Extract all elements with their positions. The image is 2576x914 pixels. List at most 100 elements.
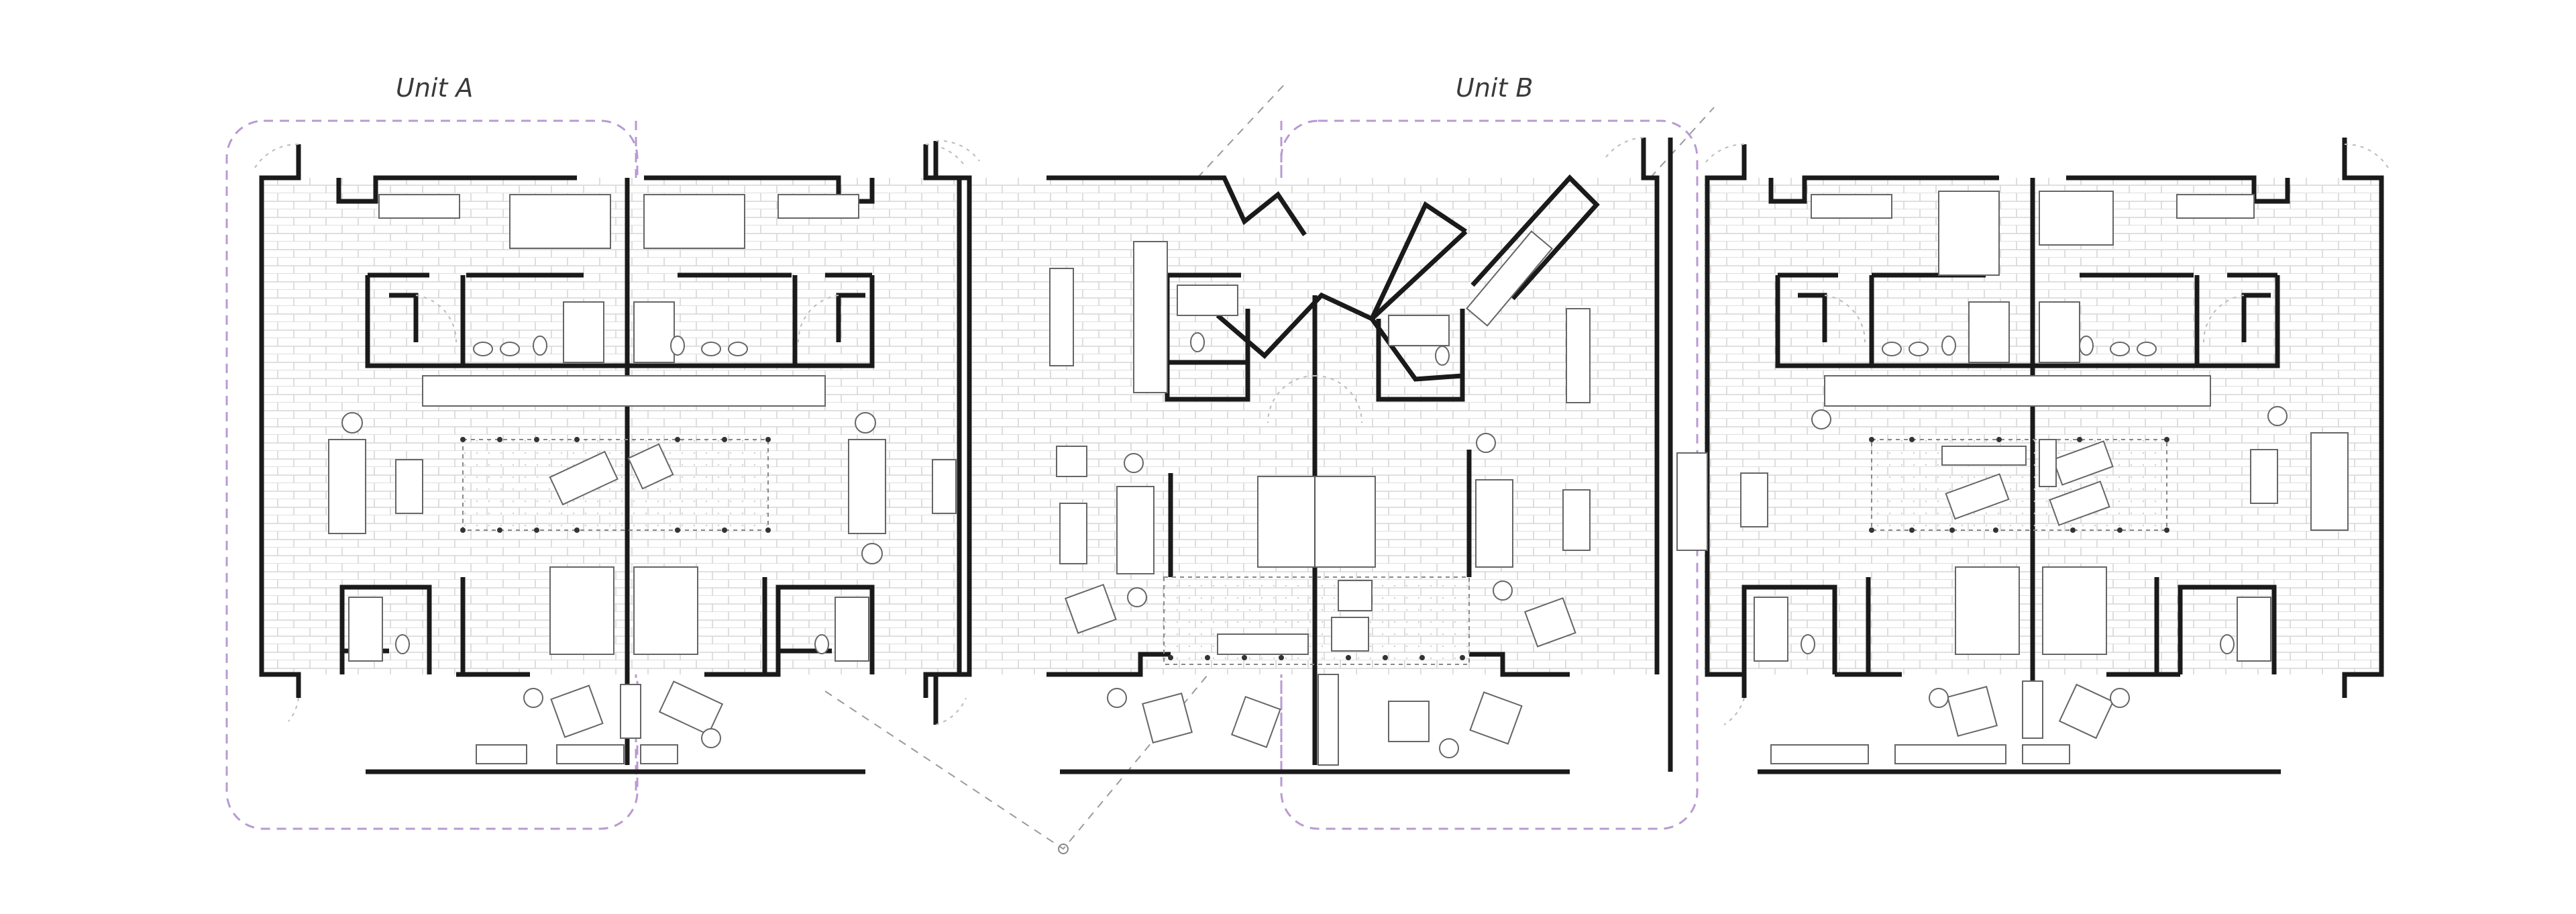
door-swing-left-3 — [288, 697, 299, 722]
patio-chair-right-2 — [2058, 683, 2114, 740]
lounge-chair-center-1 — [1064, 583, 1117, 634]
plant-left-1 — [341, 412, 363, 434]
door-swing-center-2 — [1603, 137, 1644, 162]
right-bath-south-west — [1741, 585, 1837, 674]
bed-right-south-1 — [1955, 566, 2020, 655]
building-left — [254, 143, 967, 774]
island-center-east — [1566, 308, 1591, 403]
tub-right-1 — [1968, 301, 2010, 363]
tub-left-south-2 — [835, 597, 869, 662]
bed-unit-a-south-2 — [633, 566, 698, 655]
building-left-south-wall-c — [704, 648, 832, 677]
door-swing-right-4 — [1824, 295, 1866, 343]
site-guide-lines — [824, 670, 1212, 850]
sofa-center-west — [1116, 486, 1155, 574]
sink-right-2 — [1909, 342, 1929, 356]
bed-unit-b-1 — [1257, 476, 1376, 568]
sofa-right-1 — [1676, 452, 1708, 551]
planter-right-1 — [1770, 744, 1869, 764]
lounge-chair-right-3 — [2049, 480, 2110, 526]
sink-left-1 — [473, 342, 493, 356]
sofa-left-1 — [328, 439, 366, 534]
bed-unit-a-north-1 — [509, 194, 611, 249]
plant-left-2 — [855, 412, 876, 434]
coffee-table-left-1 — [395, 459, 423, 514]
building-center-east-wall — [1641, 138, 1660, 674]
plant-left-outdoor-1 — [523, 688, 543, 708]
door-swing-left-2 — [925, 144, 967, 168]
sofa-center-east — [1475, 479, 1513, 568]
building-right-east-wall — [2342, 138, 2384, 698]
center-bath-east — [1376, 309, 1465, 402]
tub-left-south-1 — [348, 597, 383, 662]
door-swing-right-1 — [1703, 144, 1745, 165]
right-core-upper-east — [2030, 275, 2280, 368]
building-left-north-wall-a — [336, 175, 577, 204]
door-swing-center-5 — [1314, 375, 1362, 423]
tub-left-2 — [633, 301, 675, 363]
sink-left-2 — [500, 342, 520, 356]
building-center-north-stair-a — [1181, 175, 1307, 236]
door-swing-left-5 — [797, 295, 839, 343]
toilet-right-1 — [1941, 336, 1956, 356]
chair-center-4 — [1331, 617, 1369, 652]
tub-center-west — [1177, 285, 1238, 316]
lounge-chair-left-2 — [627, 443, 674, 490]
sink-left-3 — [701, 342, 721, 356]
bed-right-south-2 — [2042, 566, 2107, 655]
toilet-right-south-1 — [1801, 634, 1815, 654]
planter-left-vertical — [620, 684, 641, 739]
toilet-right-south-2 — [2220, 634, 2235, 654]
island-center-west — [1049, 268, 1074, 366]
side-table-left — [932, 459, 957, 514]
plant-center-outdoor-2 — [1439, 738, 1459, 758]
desk-left-2 — [777, 194, 859, 219]
planter-right-2 — [1894, 744, 2006, 764]
building-right-north-wall-a — [1768, 175, 1999, 204]
door-swing-left-4 — [415, 295, 458, 343]
tub-center-east — [1388, 315, 1450, 346]
plant-left-3 — [861, 543, 883, 564]
toilet-center-east — [1435, 346, 1450, 366]
plant-center-4 — [1476, 433, 1496, 453]
tub-right-2 — [2039, 301, 2080, 363]
planter-left-1 — [476, 744, 527, 764]
plant-center-2 — [1127, 587, 1147, 607]
building-center-diagonal-wing — [1470, 174, 1600, 301]
lounge-chair-right-2 — [2052, 440, 2114, 486]
table-center-east — [1562, 489, 1591, 551]
patio-lounger-left-1 — [658, 680, 724, 735]
planter-center-interior — [1217, 633, 1309, 655]
planter-left-3 — [640, 744, 678, 764]
side-table-right — [2039, 439, 2057, 487]
building-center-stair-core — [1216, 201, 1467, 359]
tub-left-1 — [563, 301, 604, 363]
left-core-upper-east — [625, 275, 875, 368]
building-left-east-wall — [923, 144, 962, 698]
plant-right-outdoor-1 — [1929, 688, 1949, 708]
left-interior-courtyard — [462, 439, 769, 531]
plant-center-3 — [1493, 580, 1513, 601]
kitchen-counter-left — [422, 375, 826, 407]
plant-right-2 — [2267, 406, 2288, 426]
sink-right-3 — [2110, 342, 2130, 356]
door-swing-left-1 — [254, 143, 299, 168]
patio-chair-right-1 — [1947, 686, 1998, 737]
tub-right-south-2 — [2237, 597, 2271, 662]
planter-right-vertical — [2022, 680, 2043, 739]
patio-chair-center-2 — [1230, 695, 1281, 748]
toilet-left-1 — [533, 336, 547, 356]
building-left-west-wall — [259, 144, 301, 698]
building-right-west-wall — [1705, 144, 1747, 698]
left-bath-south-west — [339, 585, 432, 674]
planter-left-2 — [556, 744, 625, 764]
site-guide-line-upper-left — [1197, 80, 1289, 179]
kitchen-counter-center-east — [1466, 230, 1553, 327]
toilet-center-west — [1190, 332, 1205, 352]
chair-center-west — [1056, 446, 1087, 477]
bed-right-north-2 — [2039, 191, 2114, 246]
planter-center-vertical — [1318, 674, 1339, 766]
chair-center-3 — [1338, 580, 1373, 611]
bed-unit-a-north-2 — [643, 194, 745, 249]
